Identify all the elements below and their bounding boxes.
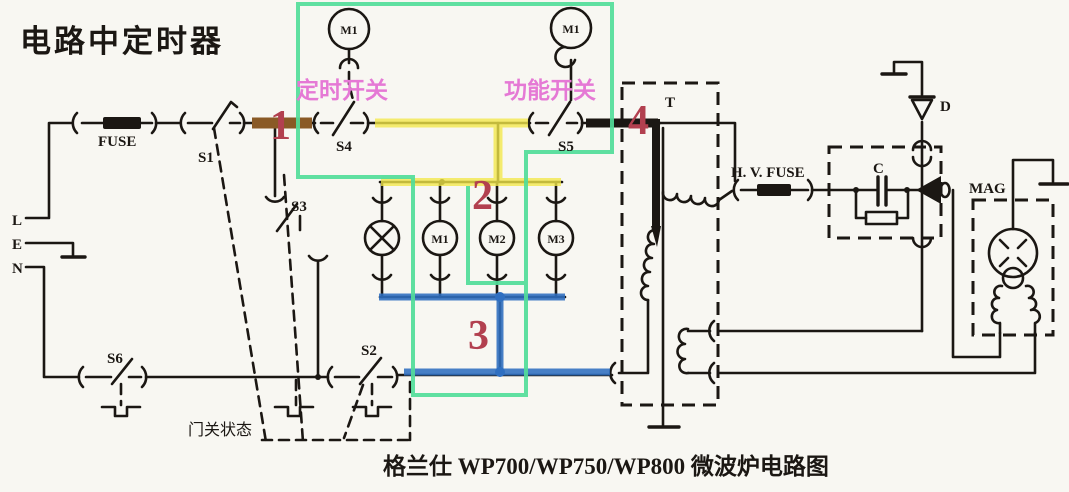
terminal-e-label: E <box>12 237 22 253</box>
door-interlock-linkage <box>100 126 412 444</box>
transformer-label: T <box>665 95 675 111</box>
hv-wiring <box>716 188 1037 375</box>
function-switch-label: 功能开关 <box>504 77 596 103</box>
plug-icon <box>100 405 142 418</box>
mains-input <box>24 121 87 379</box>
door-state-label: 门关状态 <box>188 421 252 439</box>
junction-dots <box>272 120 910 380</box>
blue-junction <box>495 292 505 302</box>
s5-label: S5 <box>558 139 574 155</box>
magnetron <box>971 158 1069 337</box>
motor-m1 <box>421 180 459 299</box>
line-fuse <box>71 111 182 135</box>
capacitor-label: C <box>873 161 884 177</box>
transformer-t <box>609 81 740 429</box>
circuit-ink-layer <box>24 6 1069 444</box>
s6-label: S6 <box>107 351 123 367</box>
m3-label: M3 <box>547 232 564 246</box>
s4-label: S4 <box>336 139 352 155</box>
capacitor-plates <box>876 175 888 207</box>
step-number-3: 3 <box>468 313 489 359</box>
plug-icon <box>273 405 315 418</box>
primary-coil <box>639 228 658 302</box>
function-motor-label: M1 <box>562 22 579 36</box>
hv-secondary-coil <box>661 190 721 208</box>
magnetron-label: MAG <box>969 181 1006 197</box>
diode-d <box>880 60 936 121</box>
timer-motor-label: M1 <box>340 23 357 37</box>
s2-label: S2 <box>361 343 377 359</box>
hv-fuse-label: H. V. FUSE <box>731 165 805 181</box>
motor-m2 <box>478 180 516 299</box>
s3-label: S3 <box>291 199 307 215</box>
magnetron-vanes <box>998 238 1028 268</box>
plug-icon <box>351 405 393 418</box>
timer-switch-label: 定时开关 <box>296 77 388 103</box>
green-highlight-path <box>296 2 614 397</box>
switch-s6 <box>77 357 330 389</box>
highlight-layer <box>252 2 661 397</box>
motor-m3 <box>537 180 575 299</box>
caption: 格兰仕 WP700/WP750/WP800 微波炉电路图 <box>383 453 829 479</box>
filament-coil <box>676 327 690 375</box>
terminal-l-label: L <box>12 213 22 229</box>
black-wire-4 <box>586 118 661 247</box>
fuse-label: FUSE <box>98 134 136 150</box>
step-number-1: 1 <box>270 103 291 149</box>
text-layer: 电路中定时器 定时开关 功能开关 1 2 3 4 FUSE S1 S4 S5 S… <box>12 22 1006 479</box>
diode-label: D <box>940 99 951 115</box>
step-number-2: 2 <box>472 173 493 219</box>
function-motor-m1 <box>549 6 593 102</box>
s1-label: S1 <box>198 150 214 166</box>
switch-s4 <box>312 100 370 137</box>
hv-fuse <box>739 178 878 202</box>
m2-label: M2 <box>488 232 505 246</box>
timer-motor-m1 <box>327 7 371 102</box>
terminal-n-label: N <box>12 261 23 277</box>
m1-label: M1 <box>431 232 448 246</box>
page-title: 电路中定时器 <box>20 24 224 59</box>
oven-lamp <box>363 180 401 299</box>
blue-wires <box>379 293 610 376</box>
blue-junction <box>495 367 505 377</box>
capacitor-network <box>827 120 951 333</box>
step-number-4: 4 <box>628 98 649 144</box>
